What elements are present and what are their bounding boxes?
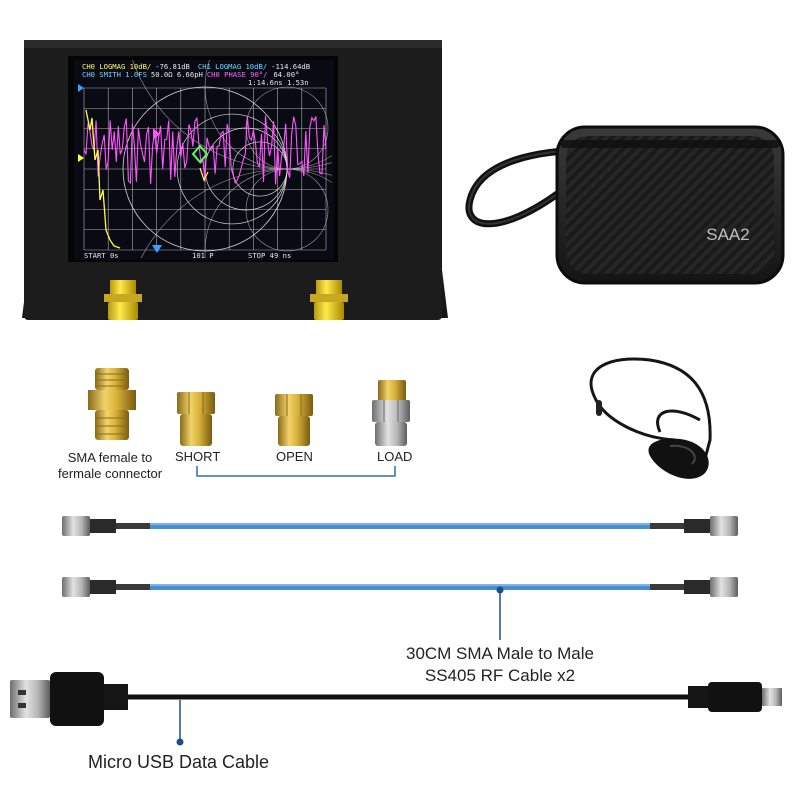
carrying-case: SAA2 [465,125,785,285]
marker-3 [152,245,162,253]
rf-cable-label-line-1: 30CM SMA Male to Male [405,644,594,663]
logmag-trace [85,109,121,249]
marker-ref [78,154,84,162]
marker-1 [191,144,209,164]
cal-short-label: SHORT [175,449,221,464]
lanyard [589,357,712,479]
adapter-label-line-2: fermale connector [58,466,163,481]
rf-cable-1 [62,516,738,536]
adapter-label-line-1: SMA female to [67,450,153,465]
sma-adapter-female-female [88,368,136,440]
usb-cable-label: Micro USB Data Cable [88,752,270,772]
sma-port-1 [104,280,142,320]
logmag-trace-fragment [199,167,209,182]
screen-footer-stop: STOP 49 ns [248,251,291,260]
rf-cable-label-line-2: SS405 RF Cable x2 [424,666,576,685]
cal-load [372,380,410,446]
marker-2 [153,128,160,140]
screen-header-row-3: 1:14.6ns 1.53n [248,78,309,87]
cal-kit-bracket [196,466,396,477]
phase-trace [83,115,327,185]
screen-footer-start: START 0s [84,251,119,260]
rf-cable-label: 30CM SMA Male to Male SS405 RF Cable x2 [370,643,630,687]
adapter-label: SMA female to fermale connector [58,450,162,482]
usb-cable [10,672,782,726]
sma-port-2 [310,280,348,320]
screen-traces [83,109,327,249]
cal-open [275,394,313,446]
micro-usb-plug [762,688,782,706]
usb-a-plug [10,680,50,718]
rf-cable-2 [62,577,738,597]
case-brand-label: SAA2 [706,225,749,244]
cal-load-label: LOAD [377,449,413,464]
screen-footer-points: 101 P [192,251,214,260]
marker-start [78,84,84,92]
cal-short [177,392,215,446]
cal-open-label: OPEN [276,449,313,464]
smith-reactance-arc [245,168,329,252]
lanyard-pendant [648,438,709,479]
